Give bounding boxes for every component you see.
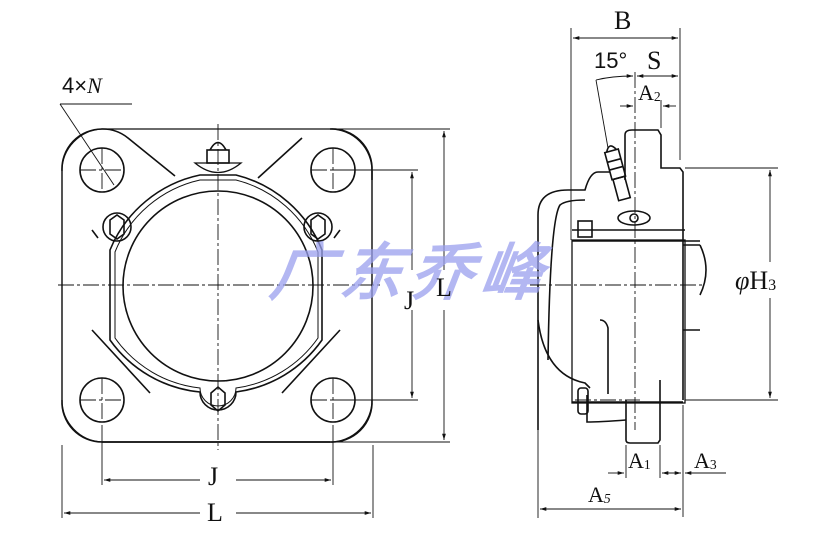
dim-s: S bbox=[647, 46, 662, 75]
dim-a3: A3 bbox=[694, 448, 717, 473]
side-center-lines bbox=[530, 72, 705, 430]
side-view bbox=[537, 129, 707, 444]
front-dimensions bbox=[59, 103, 450, 518]
side-dimensions bbox=[537, 28, 778, 518]
dim-b: B bbox=[614, 6, 632, 35]
dim-a1: A1 bbox=[628, 448, 651, 473]
dim-j-horizontal: J bbox=[208, 462, 219, 491]
dim-l-horizontal: L bbox=[207, 498, 223, 527]
hole-count-label: 4×N bbox=[62, 73, 102, 98]
dim-h3: φH3 bbox=[735, 266, 777, 295]
dim-j-vertical: J bbox=[404, 286, 415, 315]
angle-label: 15° bbox=[594, 48, 628, 73]
dim-a2: A2 bbox=[638, 80, 661, 105]
dim-a5: A5 bbox=[588, 482, 611, 507]
dim-l-vertical: L bbox=[436, 273, 452, 302]
